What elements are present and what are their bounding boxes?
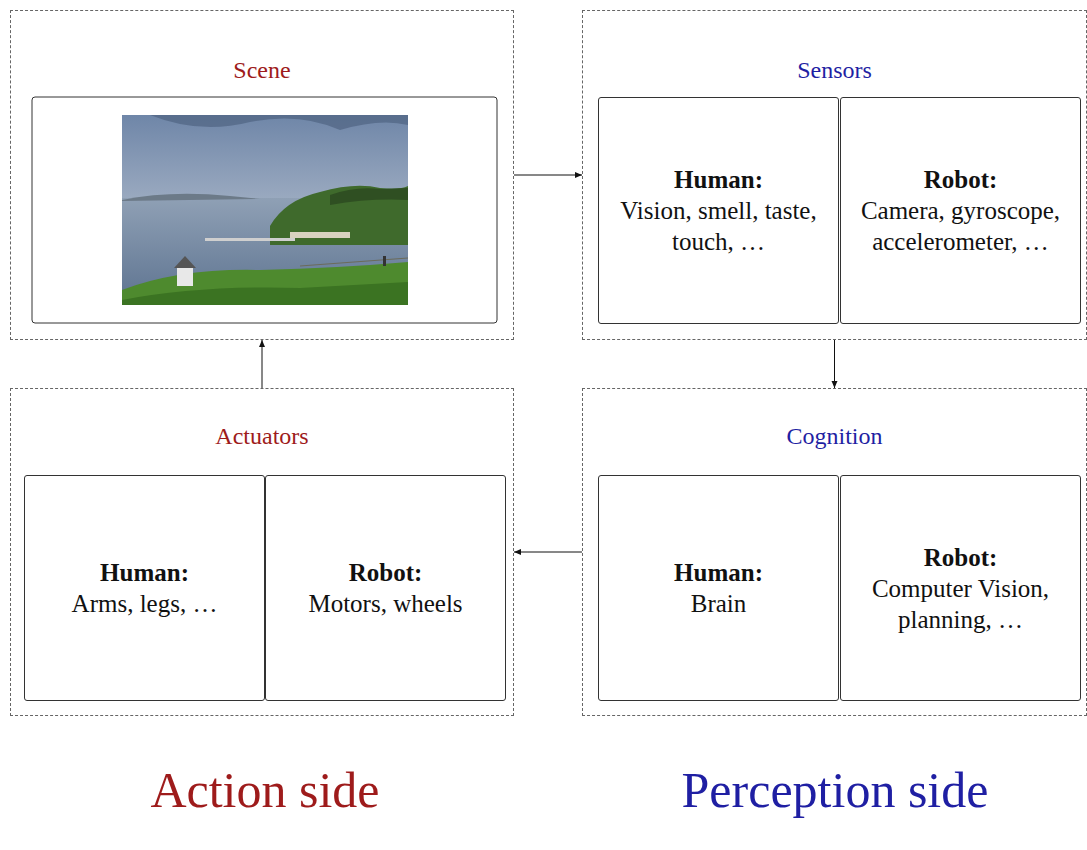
category-box: Human:Brain — [598, 475, 839, 701]
flow-arrow — [514, 175, 582, 176]
flow-arrow — [834, 340, 835, 388]
stage-title: Scene — [11, 56, 513, 84]
side-label: Action side — [150, 760, 379, 820]
item-list: Motors, wheels — [308, 588, 462, 619]
stage-title: Actuators — [11, 422, 513, 450]
agent-heading: Robot: — [924, 542, 998, 573]
item-list: Brain — [691, 588, 747, 619]
category-box: Robot:Computer Vision, planning, … — [840, 475, 1081, 701]
scene-panel: Scene — [10, 10, 514, 340]
category-box: Robot:Camera, gyroscope, accelerometer, … — [840, 97, 1081, 324]
category-box: Robot:Motors, wheels — [265, 475, 506, 701]
agent-heading: Robot: — [349, 557, 423, 588]
category-box: Human:Vision, smell, taste, touch, … — [598, 97, 839, 324]
side-label: Perception side — [682, 760, 989, 820]
agent-heading: Human: — [674, 557, 763, 588]
agent-heading: Human: — [100, 557, 189, 588]
stage-title: Sensors — [583, 56, 1086, 84]
agent-heading: Human: — [674, 164, 763, 195]
item-list: Camera, gyroscope, accelerometer, … — [849, 195, 1072, 257]
sensors-panel: SensorsHuman:Vision, smell, taste, touch… — [582, 10, 1087, 340]
actuators-panel: ActuatorsHuman:Arms, legs, …Robot:Motors… — [10, 388, 514, 716]
cognition-panel: CognitionHuman:BrainRobot:Computer Visio… — [582, 388, 1087, 716]
category-box: Human:Arms, legs, … — [24, 475, 265, 701]
item-list: Vision, smell, taste, touch, … — [607, 195, 830, 257]
item-list: Computer Vision, planning, … — [849, 573, 1072, 635]
stage-title: Cognition — [583, 422, 1086, 450]
item-list: Arms, legs, … — [72, 588, 218, 619]
flow-arrow — [262, 340, 263, 388]
flow-arrow — [514, 552, 582, 553]
agent-heading: Robot: — [924, 164, 998, 195]
